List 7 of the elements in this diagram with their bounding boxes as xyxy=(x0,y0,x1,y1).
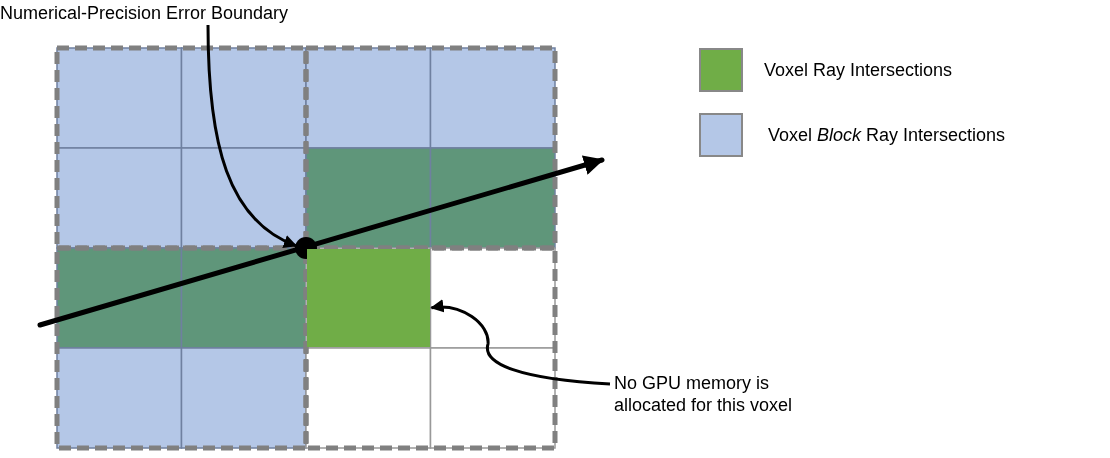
voxel-cell xyxy=(307,249,430,347)
leader-line xyxy=(430,299,611,386)
callout-text: No GPU memory is allocated for this voxel xyxy=(614,372,804,416)
callout-text: Numerical-Precision Error Boundary xyxy=(0,2,289,24)
legend-label: Voxel Ray Intersections xyxy=(764,59,953,81)
legend-label: Voxel Block Ray Intersections xyxy=(768,124,1006,146)
leader-line xyxy=(206,24,298,248)
